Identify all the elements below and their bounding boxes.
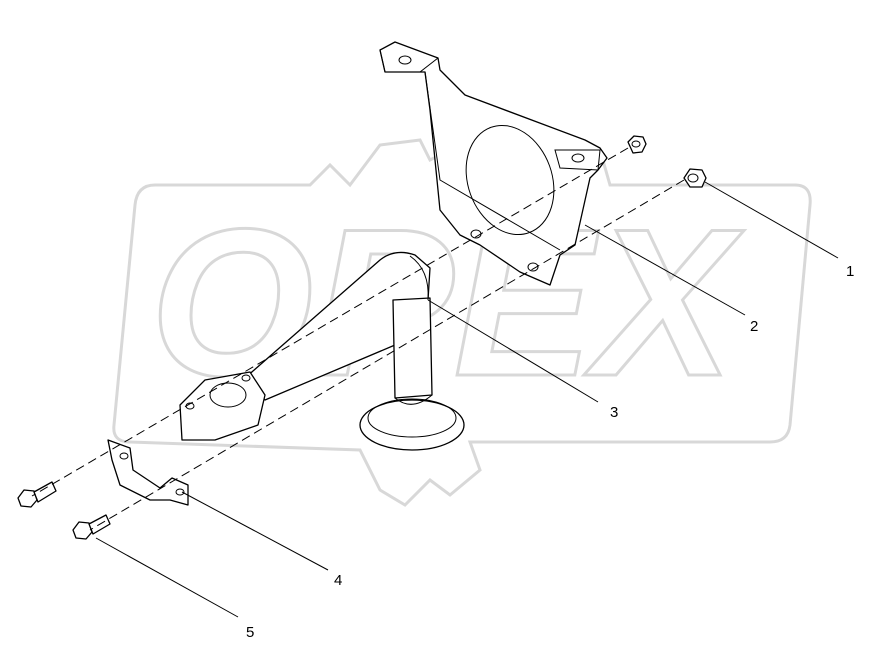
nut-small [627, 135, 647, 154]
nut-part [627, 135, 707, 188]
clamp-hole-bottom [175, 488, 185, 496]
bracket-hole-right [571, 153, 585, 163]
bracket-opening [465, 124, 555, 236]
bracket-part [379, 41, 608, 286]
axis-nut-small [31, 147, 629, 497]
pipe-flange-hole-2 [241, 374, 251, 382]
bracket-body [379, 41, 608, 286]
bracket-hole-top [398, 55, 412, 65]
callout-1: 1 [846, 263, 854, 280]
suction-pipe-part [179, 251, 465, 451]
leader-2 [584, 224, 746, 316]
pipe-bend [409, 255, 429, 301]
bracket-fold-line [424, 71, 561, 251]
callout-2: 2 [750, 318, 758, 335]
leader-5 [95, 537, 239, 618]
pipe-strainer-collar [394, 394, 433, 405]
pipe-strainer-screen [359, 399, 465, 451]
callout-5: 5 [246, 624, 254, 641]
nut-small-bore [631, 140, 641, 148]
bolt-part [17, 481, 111, 540]
leader-1 [704, 181, 839, 259]
pipe-strainer-inner [367, 398, 457, 438]
axis-nut-large [89, 179, 685, 531]
nut-large-bore [687, 173, 699, 183]
bracket-hole-lower-right [527, 262, 539, 272]
leader-4 [181, 491, 329, 571]
center-lines [31, 147, 685, 531]
callout-4: 4 [334, 572, 342, 589]
bracket-flange-top [379, 49, 439, 73]
leader-3 [427, 299, 599, 403]
leader-lines [95, 181, 839, 618]
clamp-hole-top [119, 452, 129, 460]
nut-large [683, 168, 707, 188]
bracket-flange-right [554, 149, 601, 171]
bolt-upper-shank [33, 481, 57, 503]
callout-labels: 1 2 3 4 5 [246, 263, 854, 641]
callout-3: 3 [610, 404, 618, 421]
pipe-flange-port [209, 382, 247, 408]
